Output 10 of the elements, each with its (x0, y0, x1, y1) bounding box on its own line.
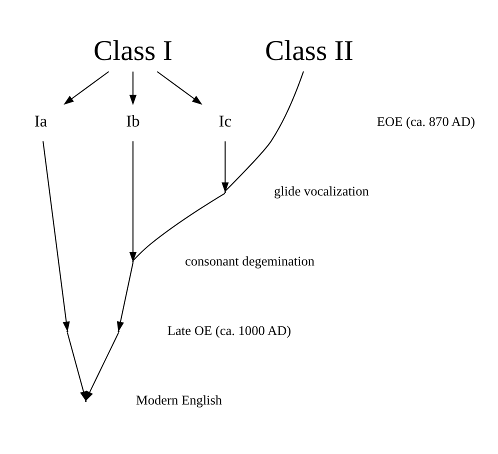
node-text: Ic (218, 111, 232, 130)
label: Modern English (136, 392, 222, 408)
label: Late OE (ca. 1000 AD) (166, 322, 291, 338)
node-text: Class I (93, 34, 172, 67)
label: glide vocalization (274, 184, 368, 199)
node-text: Ia (34, 111, 47, 130)
label: consonant degemination (184, 253, 314, 268)
node-text: Class II (264, 34, 353, 67)
node-text: Ib (126, 111, 140, 130)
label: EOE (ca. 870 AD) (376, 114, 475, 129)
